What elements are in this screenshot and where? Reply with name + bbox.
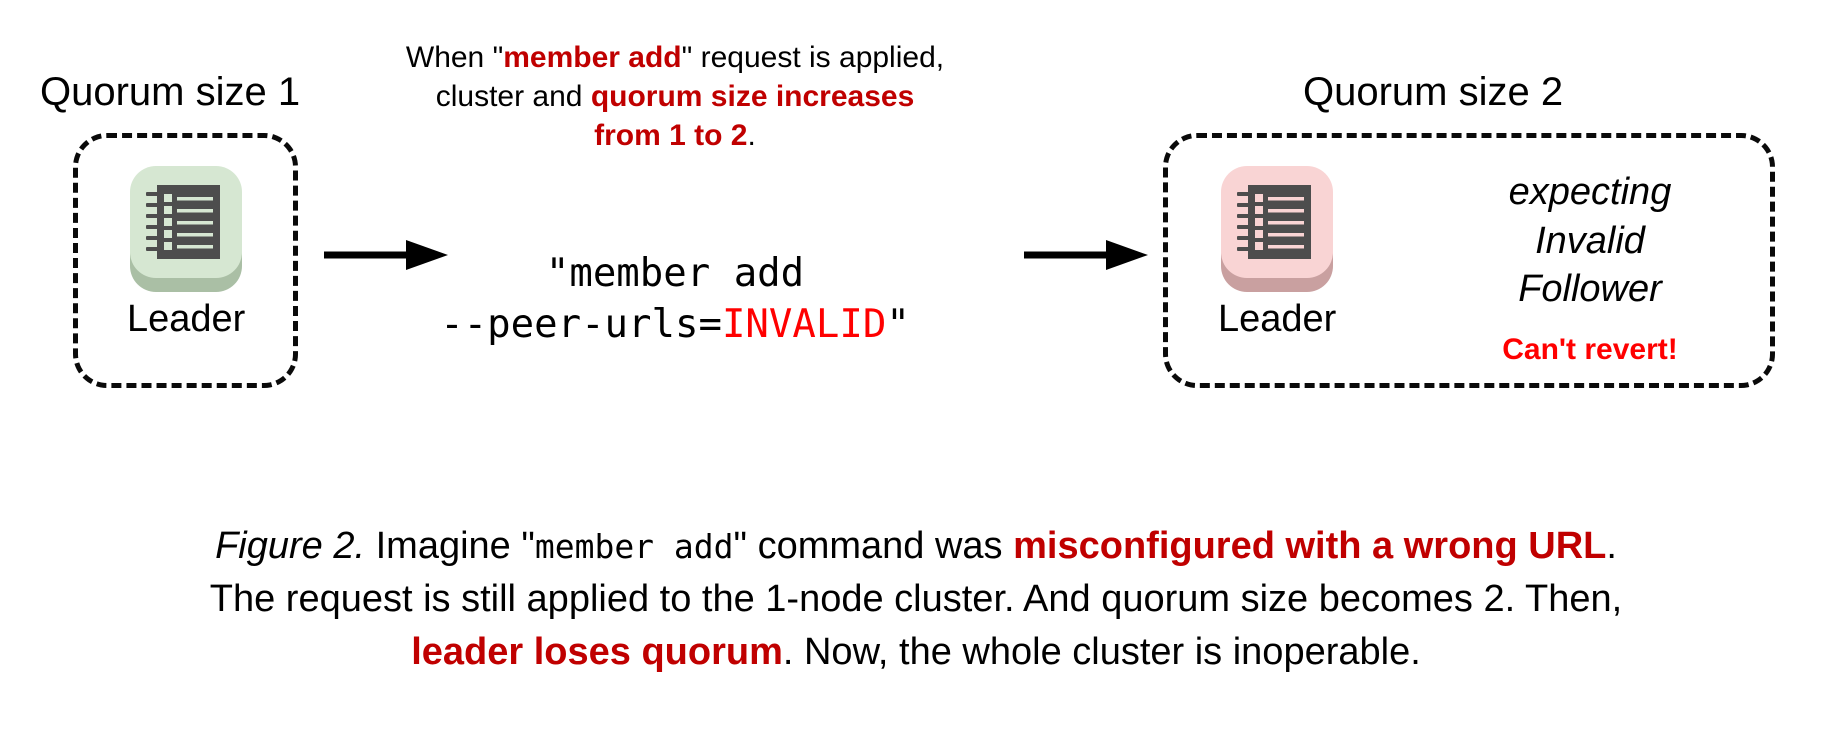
caption-t3: . — [1606, 525, 1617, 567]
top-annotation-line-2: cluster and quorum size increases — [365, 77, 985, 116]
command-invalid-value: INVALID — [721, 302, 887, 348]
right-node-state: expecting Invalid Follower — [1420, 168, 1760, 314]
left-node-label: Leader — [127, 298, 246, 340]
caption-t1: Imagine " — [365, 525, 535, 567]
note-l2a: cluster and — [435, 80, 591, 113]
caption-t2: " command was — [733, 525, 1014, 567]
command-closing-quote: " — [886, 302, 910, 348]
right-node-icon-wrap — [1218, 162, 1336, 294]
top-annotation: When "member add" request is applied, cl… — [365, 38, 985, 155]
command-flag: --peer-urls= — [440, 302, 722, 348]
caption-figure-label: Figure 2. — [215, 525, 366, 567]
state-line-2: Invalid — [1535, 219, 1645, 262]
right-node-label: Leader — [1218, 298, 1337, 340]
cannot-revert-warning: Can't revert! — [1502, 333, 1678, 366]
command-line-1: "member add — [545, 251, 805, 296]
arrow-right-icon — [324, 240, 448, 270]
caption-line-2: The request is still applied to the 1-no… — [209, 578, 1623, 621]
note-l1b: member add — [503, 41, 682, 74]
caption-line-3: leader loses quorum. Now, the whole clus… — [0, 626, 1832, 679]
note-l3c: . — [747, 119, 756, 152]
caption-t5: . Now, the whole cluster is inoperable. — [782, 631, 1421, 674]
caption-command: member add — [534, 527, 734, 566]
note-l2b: quorum size increases — [590, 80, 915, 113]
left-leader-node: Leader — [127, 162, 245, 338]
notebook-icon-2 — [1221, 166, 1334, 278]
command-line-2: --peer-urls=INVALID" — [440, 299, 910, 350]
caption-emphasis-1: misconfigured with a wrong URL — [1013, 525, 1607, 567]
left-node-icon-wrap — [127, 162, 245, 294]
top-annotation-line-1: When "member add" request is applied, — [365, 38, 985, 77]
note-l1a: When " — [405, 41, 504, 74]
note-l1c: " request is applied, — [681, 41, 945, 74]
caption-emphasis-2: leader loses quorum — [411, 631, 783, 674]
state-line-1: expecting — [1508, 171, 1672, 213]
command-text: "member add --peer-urls=INVALID" — [440, 248, 910, 351]
right-cluster-title: Quorum size 2 — [1303, 70, 1564, 114]
top-annotation-line-3: from 1 to 2. — [365, 116, 985, 155]
left-cluster-title: Quorum size 1 — [40, 70, 301, 114]
figure-caption: Figure 2. Imagine "member add" command w… — [0, 520, 1832, 680]
figure-diagram: Quorum size 1 — [40, 38, 1775, 388]
right-leader-node: Leader — [1218, 162, 1336, 338]
state-line-3: Follower — [1518, 268, 1662, 311]
note-l3b: from 1 to 2 — [594, 119, 748, 152]
notebook-icon — [130, 166, 243, 278]
caption-line-1: Figure 2. Imagine "member add" command w… — [0, 520, 1832, 573]
arrow-right-icon-2 — [1024, 240, 1148, 270]
